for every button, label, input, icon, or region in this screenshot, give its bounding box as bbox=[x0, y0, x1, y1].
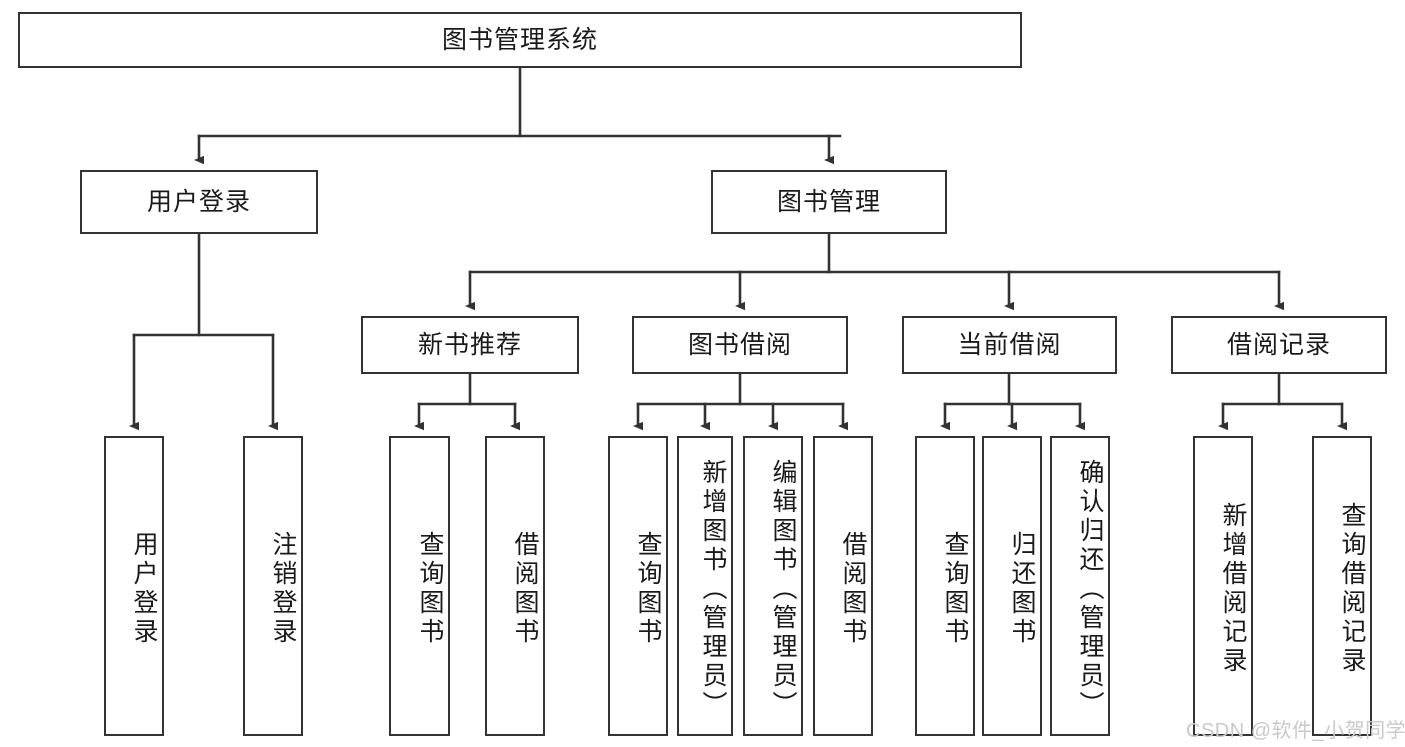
leaf-query-book-cur-label: 查询图书 bbox=[941, 531, 969, 647]
leaf-query-book-rec-label: 查询图书 bbox=[416, 531, 444, 647]
csdn-watermark: CSDN @软件_小贺同学 bbox=[1186, 720, 1405, 742]
leaf-borrow-book[interactable]: 借阅图书 bbox=[813, 436, 873, 736]
leaf-query-book-rec[interactable]: 查询图书 bbox=[389, 436, 450, 736]
leaf-query-book-cur[interactable]: 查询图书 bbox=[915, 436, 975, 736]
node-root-label: 图书管理系统 bbox=[441, 26, 598, 54]
leaf-user-login[interactable]: 用户登录 bbox=[104, 436, 164, 736]
leaf-user-login-label: 用户登录 bbox=[130, 531, 158, 647]
leaf-return-book-label: 归还图书 bbox=[1008, 531, 1036, 647]
node-current-borrow[interactable]: 当前借阅 bbox=[902, 316, 1117, 374]
leaf-add-record-label: 新增借阅记录 bbox=[1219, 502, 1247, 676]
leaf-query-record[interactable]: 查询借阅记录 bbox=[1312, 436, 1372, 736]
node-current-borrow-label: 当前借阅 bbox=[957, 331, 1062, 359]
leaf-borrow-book-rec-label: 借阅图书 bbox=[511, 531, 539, 647]
node-book-borrow[interactable]: 图书借阅 bbox=[632, 316, 848, 374]
node-new-book-recommend[interactable]: 新书推荐 bbox=[361, 316, 579, 374]
node-borrow-record-label: 借阅记录 bbox=[1226, 331, 1331, 359]
leaf-add-book-label: 新增图书（管理员） bbox=[699, 458, 727, 720]
leaf-logout-label: 注销登录 bbox=[269, 531, 297, 647]
node-book-borrow-label: 图书借阅 bbox=[687, 331, 792, 359]
leaf-confirm-return[interactable]: 确认归还（管理员） bbox=[1050, 436, 1110, 736]
node-user-login-label: 用户登录 bbox=[146, 188, 251, 216]
node-borrow-record[interactable]: 借阅记录 bbox=[1171, 316, 1387, 374]
leaf-confirm-return-label: 确认归还（管理员） bbox=[1076, 458, 1104, 720]
leaf-add-book[interactable]: 新增图书（管理员） bbox=[677, 436, 733, 736]
leaf-return-book[interactable]: 归还图书 bbox=[982, 436, 1042, 736]
leaf-add-record[interactable]: 新增借阅记录 bbox=[1193, 436, 1253, 736]
node-user-login[interactable]: 用户登录 bbox=[80, 170, 318, 234]
node-book-manage[interactable]: 图书管理 bbox=[711, 170, 947, 234]
leaf-edit-book-label: 编辑图书（管理员） bbox=[769, 458, 797, 720]
node-book-manage-label: 图书管理 bbox=[776, 188, 881, 216]
node-root[interactable]: 图书管理系统 bbox=[18, 12, 1022, 68]
node-new-book-recommend-label: 新书推荐 bbox=[417, 331, 522, 359]
leaf-query-book-borrow-label: 查询图书 bbox=[634, 531, 662, 647]
leaf-query-record-label: 查询借阅记录 bbox=[1338, 502, 1366, 676]
leaf-logout[interactable]: 注销登录 bbox=[243, 436, 303, 736]
leaf-edit-book[interactable]: 编辑图书（管理员） bbox=[743, 436, 803, 736]
leaf-query-book-borrow[interactable]: 查询图书 bbox=[608, 436, 668, 736]
leaf-borrow-book-label: 借阅图书 bbox=[839, 531, 867, 647]
leaf-borrow-book-rec[interactable]: 借阅图书 bbox=[485, 436, 545, 736]
